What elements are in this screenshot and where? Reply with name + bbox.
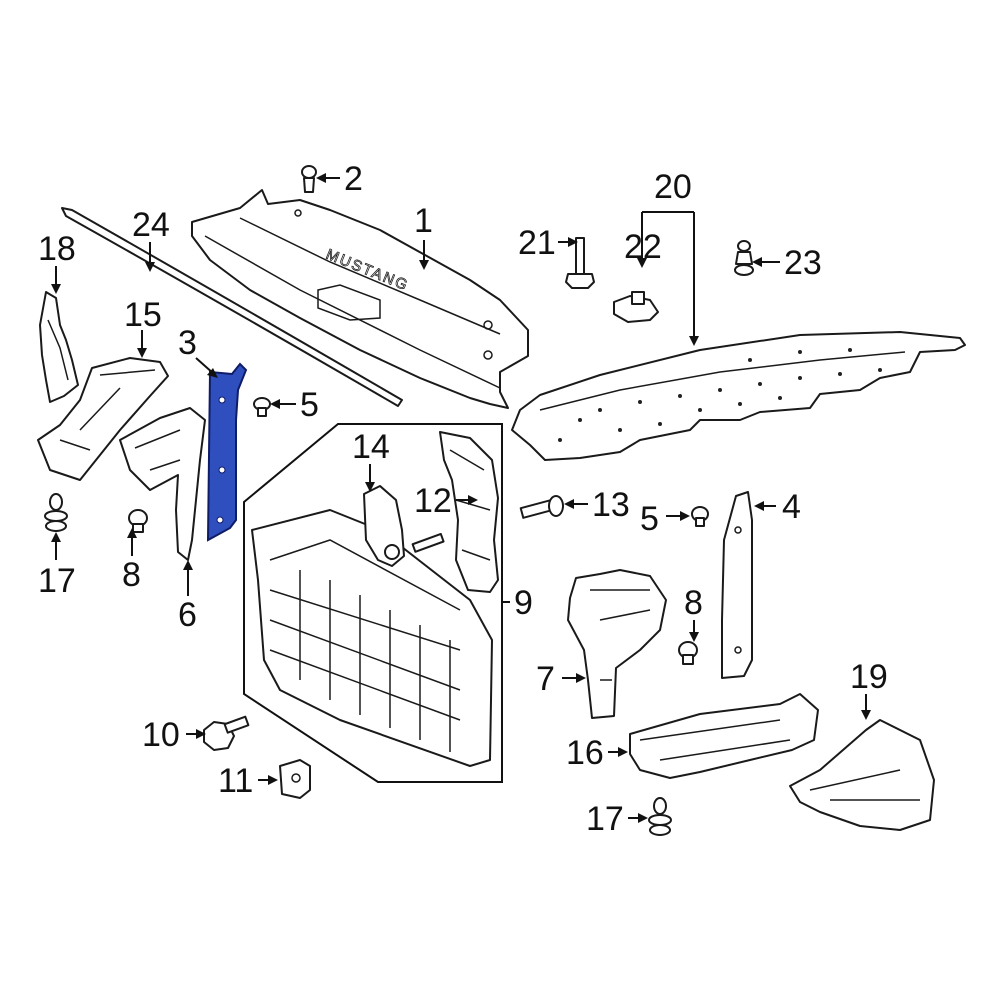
callout-11: 11: [218, 762, 253, 800]
callout-17-right: 17: [586, 800, 624, 838]
part-13-bolt[interactable]: [519, 495, 564, 519]
part-8-screw-right[interactable]: [678, 641, 698, 665]
callout-15: 15: [124, 296, 162, 334]
part-24-trim-strip[interactable]: [61, 207, 403, 407]
callout-19: 19: [850, 658, 888, 696]
callout-5-left: 5: [300, 386, 319, 424]
part-12-bracket[interactable]: [439, 431, 499, 593]
callout-numbers: 2 1 24 18 15 3 5 17 8 6 14 12 13 9 5 4 8…: [38, 160, 888, 838]
part-18-side-bracket[interactable]: [39, 291, 79, 403]
callout-3: 3: [178, 324, 197, 362]
callout-9: 9: [514, 584, 533, 622]
part-23-push-pin[interactable]: [734, 240, 754, 276]
part-11-nut-clip[interactable]: [279, 759, 311, 799]
callout-6: 6: [178, 596, 197, 634]
part-14-shutter-actuator[interactable]: [363, 485, 445, 567]
part-5-screw-left[interactable]: [253, 397, 271, 417]
callout-7: 7: [536, 660, 555, 698]
callout-12: 12: [414, 482, 452, 520]
part-19-lower-side-shield[interactable]: [789, 719, 935, 831]
callout-14: 14: [352, 428, 390, 466]
part-9-assembly-frame: [243, 423, 503, 783]
callout-22: 22: [624, 228, 662, 266]
callout-18: 18: [38, 230, 76, 268]
callout-2: 2: [344, 160, 363, 198]
part-1-radiator-cover[interactable]: MUSTANG: [191, 189, 529, 409]
callout-8-right: 8: [684, 584, 703, 622]
part-17-clip-left[interactable]: [44, 493, 68, 532]
callout-5-right: 5: [640, 500, 659, 538]
part-22-nut-clip[interactable]: [613, 291, 659, 323]
callout-10: 10: [142, 716, 180, 754]
callout-4: 4: [782, 488, 801, 526]
part-7-right-air-deflector[interactable]: [567, 569, 667, 719]
callout-1: 1: [414, 202, 433, 240]
callout-16: 16: [566, 734, 604, 772]
leader-lines: [51, 173, 871, 823]
callout-23: 23: [784, 244, 822, 282]
callout-20: 20: [654, 168, 692, 206]
part-10-bolt[interactable]: [203, 715, 250, 751]
callout-21: 21: [518, 224, 556, 262]
part-6-air-guide[interactable]: [119, 407, 206, 561]
part-5-screw-right[interactable]: [691, 506, 709, 527]
callout-13: 13: [592, 486, 630, 524]
part-2-push-clip[interactable]: [301, 165, 317, 193]
part-3-seal-highlighted[interactable]: [206, 362, 248, 542]
part-8-screw-left[interactable]: [128, 509, 148, 533]
part-4-right-seal[interactable]: [721, 491, 753, 679]
part-20-splash-shield[interactable]: [511, 331, 966, 461]
callout-8-left: 8: [122, 556, 141, 594]
part-15-air-deflector[interactable]: [37, 357, 169, 481]
callout-17-left: 17: [38, 562, 76, 600]
part-17-clip-right[interactable]: [648, 797, 672, 836]
callout-24: 24: [132, 206, 170, 244]
part-21-bolt[interactable]: [565, 237, 595, 289]
part-16-lower-air-deflector[interactable]: [629, 693, 819, 779]
